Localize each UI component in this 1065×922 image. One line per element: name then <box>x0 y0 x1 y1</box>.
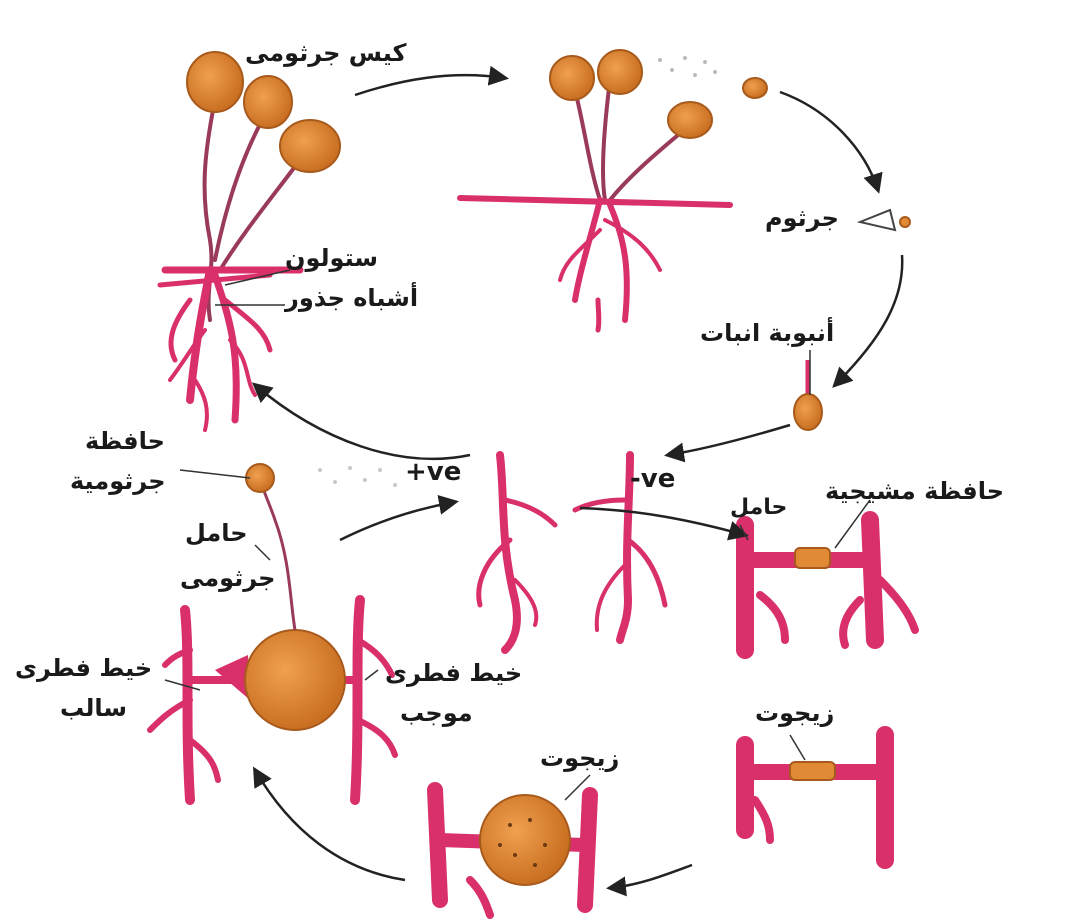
label-zygote-upper: زيجوت <box>755 700 834 728</box>
spore-icon <box>860 210 910 230</box>
zygospore <box>480 795 570 885</box>
small-sporangium <box>246 464 274 492</box>
label-minus-strain: -ve <box>630 465 675 495</box>
label-sporangium-wall: حافظة <box>85 428 165 456</box>
released-sporangium <box>743 78 767 98</box>
label-zygote-lower: زيجوت <box>540 745 619 773</box>
plus-hypha <box>479 455 555 650</box>
sporangium-group-left <box>187 52 340 172</box>
mature-mycelium-left <box>160 100 300 430</box>
germ-tube <box>794 360 822 430</box>
label-sporangiophore-1: حامل <box>185 520 248 548</box>
gametangium-fused <box>795 548 830 568</box>
young-zygote <box>790 762 835 780</box>
label-rhizoids: أشباه جذور <box>285 285 418 313</box>
label-suspensor: حامل <box>730 495 787 520</box>
label-plus-hypha-2: موجب <box>400 700 473 728</box>
label-plus-hypha-1: خيط فطرى <box>385 660 522 688</box>
sporangium-group-middle <box>550 50 712 138</box>
label-minus-hypha-1: خيط فطرى <box>15 655 152 683</box>
spore-scatter-icon <box>318 466 397 487</box>
label-gametangium: حافظة مشيجية <box>825 478 1004 506</box>
label-sporangium-wall-2: جرثومية <box>70 468 166 496</box>
label-minus-hypha-2: سالب <box>60 695 127 723</box>
label-plus-strain: +ve <box>405 458 461 488</box>
gametangia-conjugation <box>745 520 915 650</box>
spore-dots-icon <box>658 56 717 77</box>
label-stolon: ستولون <box>285 245 378 273</box>
label-germ-tube: أنبوبة انبات <box>700 320 834 348</box>
germinated-zygospore <box>245 630 345 730</box>
young-zygote-structure <box>745 735 885 860</box>
label-sporangiophore-2: جرثومى <box>180 565 275 593</box>
label-sporangium: كيس جرثومى <box>245 40 406 68</box>
label-spore: جرثوم <box>765 205 839 233</box>
